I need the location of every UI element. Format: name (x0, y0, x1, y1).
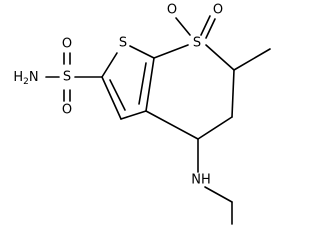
bonds (45, 15, 271, 225)
atom-sulfonamide-o-top: O (62, 37, 72, 52)
atom-sulfonamide-nh2: H2N (13, 70, 38, 88)
dorzolamide-structure-diagram: H2N S O O S S O O NH (13, 3, 271, 225)
bond-c6-methyl (233, 48, 271, 71)
bond-c3-c2 (101, 76, 122, 120)
bond-c5-c4 (197, 116, 233, 140)
bond-c7a-c3a-inner (138, 62, 147, 105)
atom-ring-s: S (193, 36, 201, 51)
bond-s1-c7a (129, 45, 155, 59)
bond-s7-o-left (175, 17, 191, 36)
atom-amine-nh: NH (191, 173, 211, 188)
atom-sulfonamide-s: S (63, 70, 71, 85)
atom-ring-o-right: O (213, 3, 223, 18)
bond-c2-s1 (101, 52, 118, 78)
bond-s7-o-right-b (205, 18, 216, 39)
atom-thiophene-s: S (119, 36, 127, 51)
atom-ring-o-left: O (167, 3, 177, 18)
bond-s7-o-right-a (200, 15, 211, 36)
bond-c3a-c3 (120, 110, 147, 120)
atom-labels: H2N S O O S S O O NH (13, 3, 223, 188)
bond-c3-c2-inner (109, 79, 126, 111)
bond-c4-c3a (145, 110, 199, 140)
bond-c7a-c3a (145, 57, 155, 112)
bond-n-ch2 (204, 186, 233, 203)
bond-c7a-s7 (153, 44, 189, 59)
bond-s7-c6 (205, 44, 235, 71)
bond-c6-c5 (231, 69, 235, 118)
atom-sulfonamide-o-bottom: O (62, 103, 72, 118)
